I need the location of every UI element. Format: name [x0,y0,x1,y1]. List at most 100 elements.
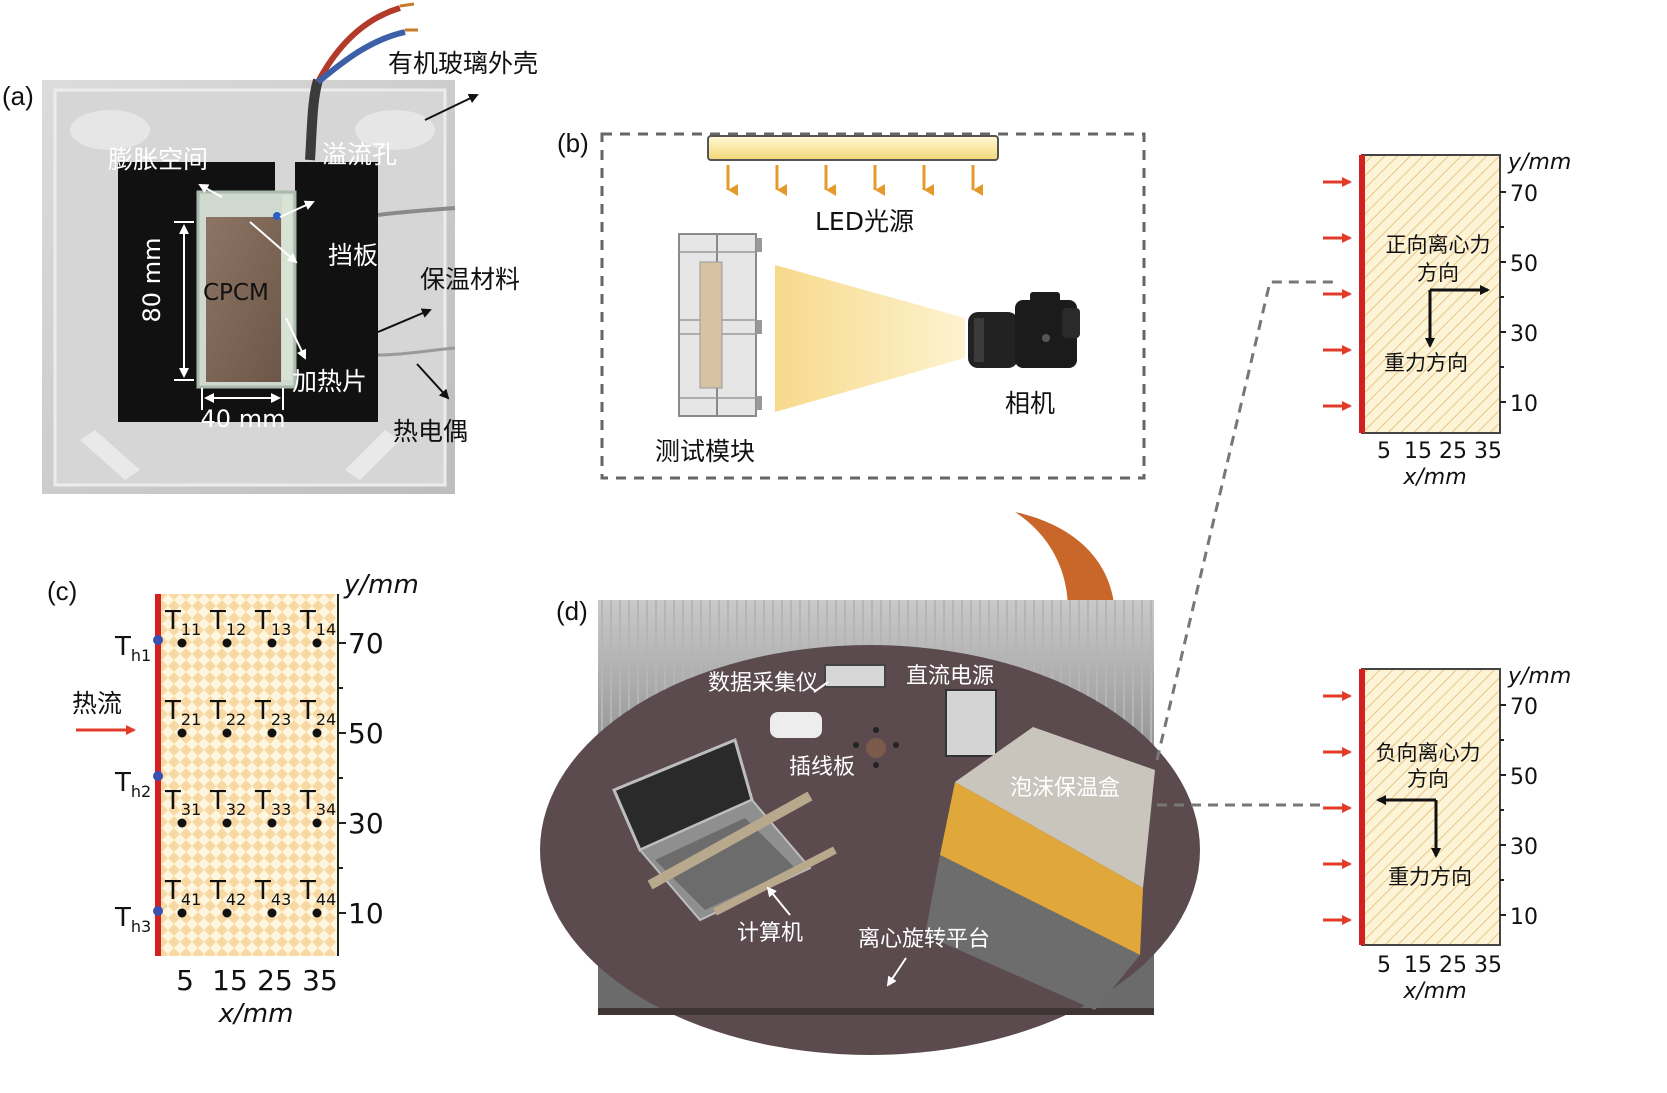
right-top-gravity-label: 重力方向 [1384,351,1468,375]
arrow-thermocouple [416,363,450,400]
right-bottom-y-axis-label: y/mm [1507,664,1571,689]
right-bottom-heat-arrows [1323,691,1352,925]
panel-right-bottom: y/mm 70 50 30 10 5 15 25 35 x/mm 负向离心力 方… [1323,664,1571,1004]
right-top-force-line1: 正向离心力 [1386,233,1491,257]
label-shell: 有机玻璃外壳 [388,49,538,78]
connector-top [1155,280,1335,761]
panel-c-ytick-70: 70 [348,627,384,660]
thermocouple-label: T32 [209,786,246,819]
label-platform: 离心旋转平台 [858,927,990,952]
panel-a-label: (a) [2,81,34,111]
light-beam [775,265,965,412]
right-top-xtick-35: 35 [1474,439,1502,464]
thermocouple-point [267,638,277,648]
camera-drawing [968,292,1080,368]
right-bottom-ytick-10: 10 [1510,905,1538,930]
label-foam-box: 泡沫保温盒 [1010,776,1120,801]
label-insulation: 保温材料 [420,265,520,294]
arrow-expansion-space [198,184,223,198]
panel-a: (a) 有机玻璃外壳 [2,2,538,494]
heater-point-label: Th1 [114,632,151,665]
label-thermocouple: 热电偶 [393,417,468,446]
dimension-width: 40 mm [201,388,286,433]
label-expansion-space: 膨胀空间 [108,145,208,174]
arrow-overflow-hole [279,200,315,218]
label-daq: 数据采集仪 [708,671,818,696]
panel-d-photo [540,600,1200,1055]
panel-c-ytick-10: 10 [348,897,384,930]
label-height: 80 mm [138,238,166,323]
thermocouple-point [177,728,187,738]
right-bottom-xtick-15: 15 [1404,953,1432,978]
thermocouple-label: T14 [299,606,336,639]
heater-point-label: Th3 [114,903,151,936]
arrow-computer [766,886,791,916]
right-top-y-ticks [1500,191,1506,403]
panel-c-domain [158,594,338,956]
label-width: 40 mm [201,405,286,433]
panel-d-label: (d) [556,596,588,626]
thermocouple-point [267,728,277,738]
panel-c-y-axis-label: y/mm [343,570,419,600]
right-top-x-axis-label: x/mm [1402,465,1466,490]
heater-point-label: Th2 [114,768,151,801]
panel-c-label: (c) [47,576,77,606]
right-top-heat-arrows [1323,177,1352,411]
thermocouple-point [312,818,322,828]
label-computer: 计算机 [737,921,803,946]
thermocouple-label: T12 [209,606,246,639]
panel-c-heat-flow-label: 热流 [72,689,122,718]
panel-c: (c) 70 50 30 10 y/mm 5 15 25 35 x/mm 热流 [47,570,419,1029]
label-baffle: 挡板 [328,241,378,270]
thermocouple-label: T42 [209,876,246,909]
thermocouple-label: T22 [209,696,246,729]
thermocouple-label: T13 [254,606,291,639]
right-top-ytick-10: 10 [1510,392,1538,417]
panel-c-xtick-25: 25 [257,964,293,997]
panel-c-xtick-5: 5 [176,964,194,997]
thermocouple-point [177,818,187,828]
thermocouple-point [312,908,322,918]
panel-b-frame [600,132,1146,480]
leader-daq [813,681,829,693]
label-strip: 插线板 [789,755,855,780]
label-heater: 加热片 [292,367,367,396]
panel-c-ytick-30: 30 [348,807,384,840]
right-bottom-xtick-25: 25 [1439,953,1467,978]
thermocouple-point [267,818,277,828]
thermocouple-point [222,728,232,738]
right-bottom-force-line1: 负向离心力 [1376,741,1481,765]
right-top-ytick-50: 50 [1510,252,1538,277]
led-light-bar [707,135,999,161]
right-bottom-xtick-5: 5 [1377,953,1391,978]
panel-b-label: (b) [557,128,589,158]
label-overflow-hole: 溢流孔 [322,140,397,169]
right-top-xtick-25: 25 [1439,439,1467,464]
thermocouple-point [312,638,322,648]
arrow-heater [285,317,307,360]
right-bottom-xtick-35: 35 [1474,953,1502,978]
right-bottom-gravity-label: 重力方向 [1388,865,1472,889]
panel-c-xtick-15: 15 [212,964,248,997]
label-camera: 相机 [1005,389,1055,418]
thermocouple-label: T33 [254,786,291,819]
dimension-height: 80 mm [138,221,194,381]
label-test-module: 测试模块 [655,437,755,466]
right-bottom-ytick-50: 50 [1510,765,1538,790]
thermocouple-label: T41 [164,876,201,909]
arrow-baffle [249,221,298,264]
thermocouple-label: T34 [299,786,336,819]
power-strip-device [770,712,822,738]
right-top-force-line2: 方向 [1417,261,1459,285]
laptop-drawing [612,737,837,922]
thermocouple-label: T24 [299,696,336,729]
right-top-ytick-70: 70 [1510,182,1538,207]
thermocouple-point [312,728,322,738]
panel-c-xtick-35: 35 [302,964,338,997]
arrow-platform [886,957,907,987]
thermocouple-point [177,638,187,648]
label-led: LED光源 [815,207,914,236]
panel-c-y-ticks [338,642,346,914]
